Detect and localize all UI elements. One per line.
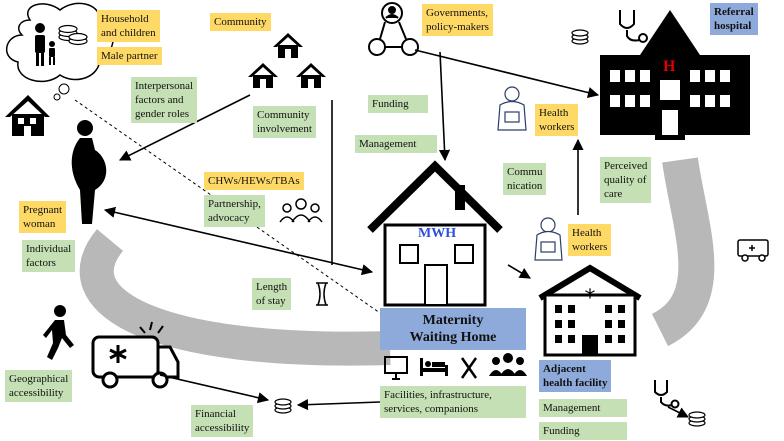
bed-icon [420,358,448,376]
coins-icon [571,29,589,45]
nurse-icon [497,86,527,131]
stethoscope-icon [654,380,680,409]
stethoscope-icon [619,10,648,43]
road-left [79,229,391,366]
arrow-stetho-to-coins [667,406,690,418]
road-right [650,157,715,347]
label-health-workers-top: Health workers [535,104,579,136]
arrow-gov-to-mwh [438,51,451,162]
hourglass-icon [316,282,328,306]
svg-text:*: * [585,286,596,311]
coins-icon [688,411,706,427]
mwh-house-mark: MWH [418,226,457,241]
label-male-partner: Male partner [97,47,162,65]
label-governments: Governments, policy-makers [422,4,493,36]
arrow-ambulance-to-coins [159,374,270,404]
ambulance-icon [91,321,180,389]
ambulance-icon [737,239,769,262]
label-interpersonal: Interpersonal factors and gender roles [131,77,198,123]
arrow-woman-mwh [103,206,374,276]
community-houses-icon [248,33,326,88]
label-financial: Financial accessibility [191,405,254,437]
thought-cloud-icon [6,2,114,101]
utensils-icon [460,357,478,379]
family-icon [35,23,55,66]
group-people-icon [279,198,323,223]
hospital-building-icon [600,10,750,140]
label-adjacent-facility: Adjacent health facility [539,360,612,392]
label-pregnant-woman: Pregnant woman [19,201,67,233]
label-geographical: Geographical accessibility [5,370,73,402]
coins-icon [274,398,292,414]
network-people-icon [368,2,419,56]
house-icon [5,95,50,136]
arrow-mwh-to-facility [507,264,531,279]
label-facilities: Facilities, infrastructure, services, co… [380,386,526,418]
label-length-of-stay: Length of stay [252,278,292,310]
label-perceived-quality: Perceived quality of care [600,157,652,203]
arrow-mwh-to-coins [296,399,381,411]
label-community: Community [210,13,271,31]
nurse-icon [534,217,563,261]
label-management-top: Management [355,135,437,153]
label-funding-top: Funding [368,95,428,113]
pregnant-woman-icon [71,120,107,224]
label-chws: CHWs/HEWs/TBAs [204,172,304,190]
label-household: Household and children [97,10,160,42]
arrow-gov-to-hospital [414,49,600,99]
coins-icon [58,24,88,46]
label-partnership: Partnership, advocacy [204,195,265,227]
label-funding-bottom: Funding [539,422,627,440]
mwh-house-icon [367,160,503,307]
label-individual-factors: Individual factors [22,240,76,272]
label-community-involvement: Community involvement [253,106,316,138]
label-management-bottom: Management [539,399,627,417]
label-mwh-title: Maternity Waiting Home [380,308,526,350]
health-facility-icon: * [538,264,642,357]
label-referral-hospital: Referral hospital [710,3,758,35]
hospital-h-mark: H [663,58,676,75]
monitor-icon [384,356,408,380]
label-health-workers-mid: Health workers [568,224,612,256]
walking-person-icon [43,305,74,360]
arrow-community-to-woman [118,94,251,161]
label-communication: Commu nication [503,163,547,195]
people-icon [489,353,527,376]
